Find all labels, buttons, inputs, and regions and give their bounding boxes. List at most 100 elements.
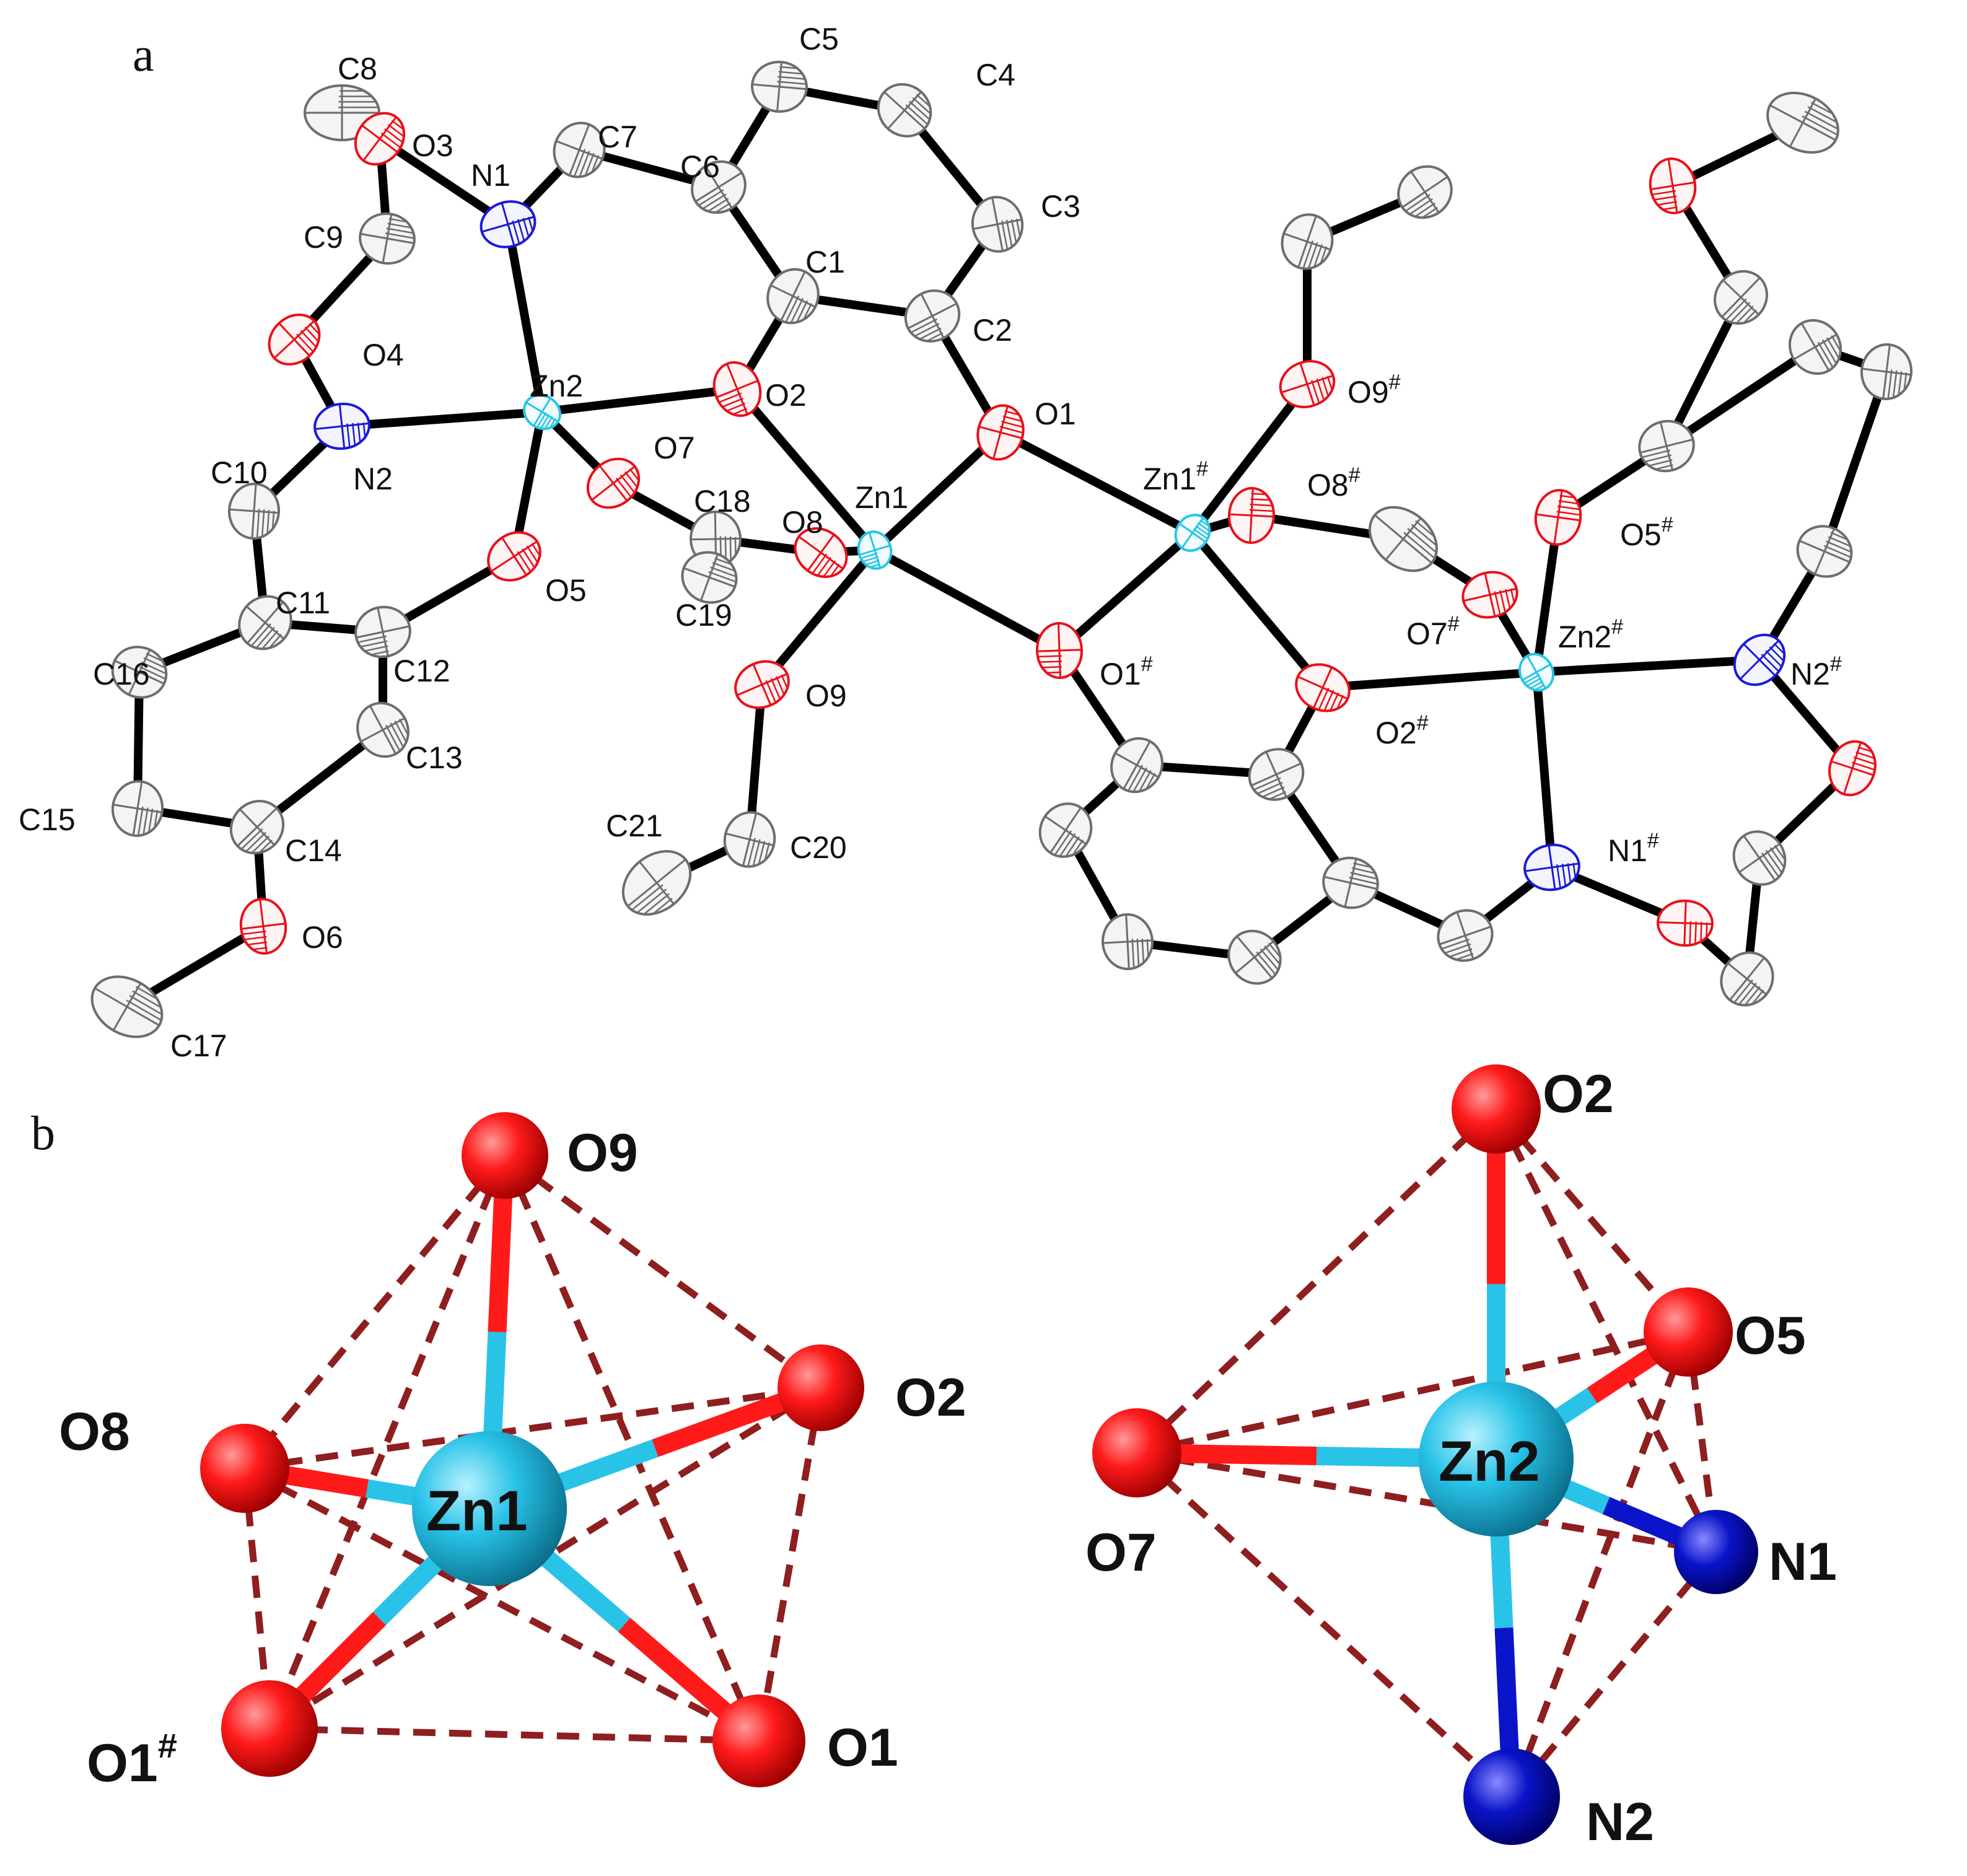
polyhedron-label-zn2: Zn2 [1439,1430,1540,1493]
atom-ellipsoid-o7 [586,457,641,509]
symmetry-mark: # [1448,612,1460,636]
atom-ellipsoid-o9s [1279,360,1336,408]
atom-layer [90,60,1913,1038]
atom-label-o7s: O7# [1406,612,1460,651]
ball-atom-o2b [1452,1064,1541,1154]
polyhedron-edge-o8-o1 [243,1465,761,1744]
atom-ellipsoid-q1 [1437,909,1494,962]
ball-atom-o5 [1644,1287,1733,1377]
ball-atom-zn2 [1419,1382,1574,1536]
ball-atom-o8 [200,1424,289,1513]
panel-label-a: a [133,27,154,81]
atom-ellipsoid-c6 [691,160,747,214]
bond-o1-zn1 [870,428,1005,554]
polyhedron-edge-o2b-o5 [1493,1107,1691,1335]
atom-ellipsoid-e3 [1369,506,1438,572]
atom-label-c1: C1 [805,245,845,279]
atom-ellipsoid-s4 [1860,343,1913,400]
atom-ellipsoid-c21 [621,850,692,916]
polyhedron-edge-o9-o8 [242,1153,508,1471]
polyhedron-edge-o5-n2 [1508,1331,1692,1798]
atom-ellipsoid-c13 [356,701,410,758]
bond-o3-n1 [375,134,512,229]
polyhedron-edge-n1-n2 [1509,1549,1719,1799]
polyhedron-label-o9: O9 [567,1123,638,1183]
atom-label-o7: O7 [654,431,695,465]
atom-label-c13: C13 [406,740,463,775]
ball-atom-n2 [1463,1748,1560,1845]
atom-ellipsoid-zn2s [1518,652,1554,692]
symmetry-mark: # [1389,370,1401,394]
atom-ellipsoid-n2s [1733,633,1786,686]
atom-ellipsoid-o7s [1461,571,1518,619]
polyhedron-edge-o9-o2 [502,1152,823,1391]
atom-ellipsoid-s3 [1788,318,1842,375]
atom-ellipsoid-c2 [904,289,961,343]
polyhedron-edge-o9-o1s [266,1154,509,1730]
polyhedron-label-o2: O2 [895,1368,966,1427]
atom-ellipsoid-s6 [1649,157,1697,214]
symmetry-mark: # [1611,615,1623,639]
atom-label-c3: C3 [1041,189,1080,224]
atom-ellipsoid-p2 [1248,748,1305,801]
ball-atom-o1s [221,1680,318,1777]
atom-ellipsoid-c3 [971,196,1024,253]
atom-ellipsoid-o8s [1227,487,1276,544]
ball-atom-o9 [462,1112,548,1199]
atom-ellipsoid-r4 [1720,951,1774,1007]
symmetry-mark: # [1830,652,1842,676]
polyhedron-label-o8: O8 [59,1402,130,1462]
atom-ellipsoid-c9 [359,212,416,265]
atom-label-c6: C6 [680,149,720,184]
atom-ellipsoid-c11 [238,595,292,651]
atom-ellipsoid-c20 [723,811,776,868]
ball-atom-zn1 [412,1431,567,1586]
atom-ellipsoid-p3 [1322,856,1379,910]
atom-ellipsoid-c16 [111,646,168,699]
atom-label-c15: C15 [19,802,76,837]
bond-zn1s-o9s [1188,380,1312,537]
atom-label-c20: C20 [790,830,847,865]
atom-ellipsoid-s7 [1766,92,1839,154]
bond-o1-zn1s [996,428,1197,537]
atom-ellipsoid-n1 [480,200,537,248]
atom-ellipsoid-c7 [553,121,606,178]
symmetry-mark: # [1349,463,1360,487]
bond-s4-s2 [1820,367,1891,556]
ball-atom-o1 [712,1694,805,1787]
atom-ellipsoid-o2 [712,361,762,417]
bond-zn2s-n1s [1532,668,1556,872]
atom-label-o2: O2 [765,378,807,413]
atom-label-o3: O3 [412,128,453,163]
bond-s1-s3 [1662,343,1820,450]
atom-ellipsoid-o4 [268,313,321,366]
atom-ellipsoid-zn1 [857,530,893,570]
atom-ellipsoid-e2 [1397,165,1453,219]
atom-ellipsoid-c10 [227,483,281,540]
atom-label-zn1: Zn1 [855,480,908,515]
atom-label-zn2s: Zn2# [1558,615,1623,654]
atom-label-c7: C7 [598,120,637,154]
polyhedron-edge-o8-o2 [244,1384,821,1472]
atom-ellipsoid-r2 [1732,830,1787,886]
atom-label-o4: O4 [362,338,404,372]
atom-ellipsoid-s5 [1714,270,1768,325]
polyhedron-edge-o7-n2 [1134,1450,1514,1800]
atom-label-n1s: N1# [1608,829,1659,868]
atom-label-n2: N2 [353,462,393,496]
bond-zn1-o9 [758,546,879,689]
atom-label-o1: O1 [1035,397,1076,431]
atom-ellipsoid-o8 [794,527,848,578]
bond-zn1-o1s [870,546,1064,655]
bond-n2-zn2 [338,408,546,431]
atom-ellipsoid-zn2 [523,393,561,431]
panel-label-b: b [31,1106,55,1160]
atom-ellipsoid-r1 [1828,740,1877,797]
polyhedron-edge-o7-o5 [1136,1328,1689,1457]
ball-atom-layer [200,1064,1758,1845]
polyhedron-edge-o1s-o1 [269,1725,760,1745]
atom-ellipsoid-o5s [1534,489,1582,546]
symmetry-mark: # [1662,513,1673,537]
